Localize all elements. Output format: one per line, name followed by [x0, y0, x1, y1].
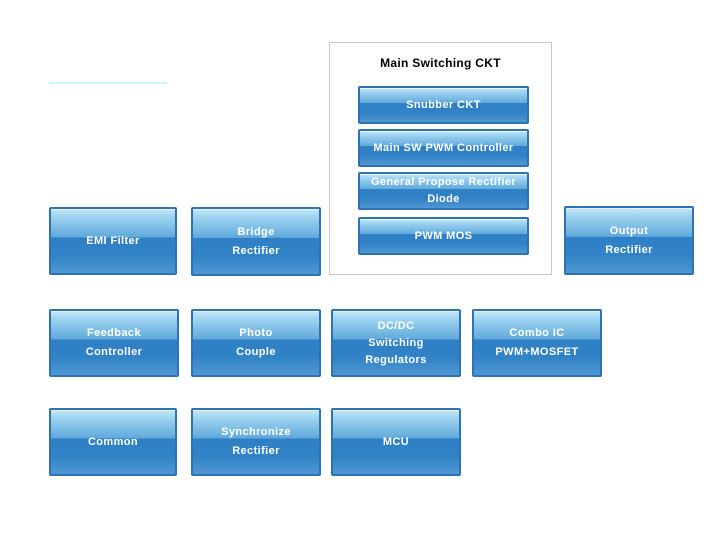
- block-dcdc-switching-regulators[interactable]: DC/DC Switching Regulators: [331, 309, 461, 377]
- block-label: Rectifier: [232, 445, 280, 457]
- block-label: Switching: [368, 336, 424, 349]
- block-label: Rectifier: [232, 244, 280, 257]
- button-label: PWM MOS: [414, 229, 473, 242]
- block-label: Controller: [85, 346, 143, 358]
- block-photo-couple[interactable]: Photo Couple: [191, 309, 321, 377]
- block-label: Couple: [236, 346, 276, 358]
- button-main-sw-pwm-controller[interactable]: Main SW PWM Controller: [358, 129, 529, 167]
- block-emi-filter[interactable]: EMI Filter: [49, 207, 177, 275]
- block-combo-ic-pwm-mosfet[interactable]: Combo IC PWM+MOSFET: [472, 309, 602, 377]
- button-snubber-ckt[interactable]: Snubber CKT: [358, 86, 529, 124]
- block-label: Regulators: [365, 353, 427, 366]
- block-feedback-controller[interactable]: Feedback Controller: [49, 309, 179, 377]
- block-label: Common: [87, 435, 139, 448]
- block-label: Bridge: [237, 225, 275, 238]
- faint-cyan-line: [49, 82, 167, 84]
- block-label: EMI Filter: [86, 234, 140, 247]
- block-output-rectifier[interactable]: Output Rectifier: [564, 206, 694, 275]
- block-label: Combo IC: [509, 327, 565, 339]
- button-general-propose-rectifier-diode[interactable]: General Propose Rectifier Diode: [358, 172, 529, 210]
- block-label: Photo: [239, 327, 273, 339]
- block-label: PWM+MOSFET: [495, 346, 579, 358]
- block-label: DC/DC: [377, 319, 415, 332]
- block-common[interactable]: Common: [49, 408, 177, 476]
- block-bridge-rectifier[interactable]: Bridge Rectifier: [191, 207, 321, 276]
- block-label: Feedback: [87, 327, 141, 339]
- block-mcu[interactable]: MCU: [331, 408, 461, 476]
- block-label: Synchronize: [221, 426, 291, 438]
- button-label: Snubber CKT: [406, 98, 481, 111]
- button-label: General Propose Rectifier: [370, 176, 517, 188]
- block-label: Rectifier: [605, 243, 653, 256]
- main-switching-ckt-panel: Main Switching CKT Snubber CKT Main SW P…: [329, 42, 552, 275]
- button-pwm-mos[interactable]: PWM MOS: [358, 217, 529, 255]
- block-synchronize-rectifier[interactable]: Synchronize Rectifier: [191, 408, 321, 476]
- panel-title: Main Switching CKT: [380, 56, 501, 70]
- block-label: MCU: [382, 435, 410, 448]
- button-label: Main SW PWM Controller: [373, 141, 514, 154]
- button-label: Diode: [427, 193, 460, 205]
- block-label: Output: [609, 224, 649, 237]
